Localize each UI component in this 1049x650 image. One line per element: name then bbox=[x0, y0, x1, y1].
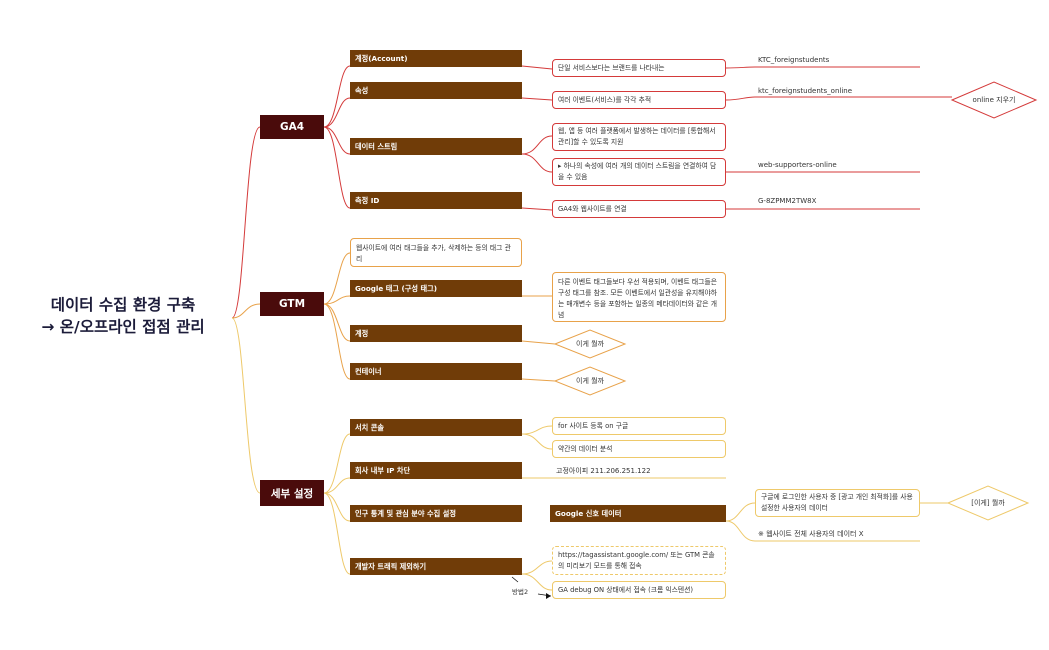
google-signals-value: ※ 웹사이트 전체 사용자의 데이터 X bbox=[758, 530, 864, 538]
node-gtm-google-tag[interactable]: Google 태그 (구성 태그) bbox=[350, 280, 522, 297]
node-search-console[interactable]: 서치 콘솔 bbox=[350, 419, 522, 436]
ga4-stream-desc1: 웹, 앱 등 여러 플랫폼에서 발생하는 데이터를 [통합해서 관리]할 수 있… bbox=[552, 123, 726, 151]
node-ga4-account[interactable]: 계정(Account) bbox=[350, 50, 522, 67]
node-ga4-stream[interactable]: 데이터 스트림 bbox=[350, 138, 522, 155]
dev-traffic-item1: https://tagassistant.google.com/ 또는 GTM … bbox=[552, 546, 726, 575]
ga4-stream-desc2: ▸ 하나의 속성에 여러 개의 데이터 스트림을 연결하여 담을 수 있음 bbox=[552, 158, 726, 186]
ga4-property-value: ktc_foreignstudents_online bbox=[758, 87, 853, 95]
branch-detail-settings[interactable]: 세부 설정 bbox=[260, 480, 324, 506]
branch-gtm[interactable]: GTM bbox=[260, 292, 324, 316]
ga4-measure-value: G-8ZPMM2TW8X bbox=[758, 197, 817, 205]
ga4-account-desc: 단일 서비스보다는 브랜드를 나타내는 bbox=[552, 59, 726, 77]
node-gtm-account[interactable]: 계정 bbox=[350, 325, 522, 342]
root-title-line2: → 온/오프라인 접점 관리 bbox=[41, 318, 205, 336]
ga4-property-note: online 지우기 bbox=[972, 96, 1016, 104]
ga4-measure-desc: GA4와 웹사이트를 연결 bbox=[552, 200, 726, 218]
ga4-stream-value: web-supporters-online bbox=[758, 161, 837, 169]
gtm-account-note: 이게 뭘까 bbox=[576, 340, 604, 348]
gtm-container-note: 이게 뭘까 bbox=[576, 377, 604, 385]
branch-ga4[interactable]: GA4 bbox=[260, 115, 324, 139]
search-console-item2: 약간의 데이터 분석 bbox=[552, 440, 726, 458]
gtm-tag-desc: 다른 이벤트 태그들보다 우선 적용되며, 이벤트 태그들은 구성 태그를 참조… bbox=[552, 272, 726, 322]
dev-traffic-item2: GA debug ON 상태에서 접속 (크롬 익스텐션) bbox=[552, 581, 726, 599]
ga4-property-desc: 여러 이벤트(서비스)를 각각 추적 bbox=[552, 91, 726, 109]
node-ga4-property[interactable]: 속성 bbox=[350, 82, 522, 99]
root-topic: 데이터 수집 환경 구축 → 온/오프라인 접점 관리 bbox=[14, 294, 232, 338]
dev-traffic-method-label: 방법2 bbox=[512, 588, 529, 596]
google-signals-note: [이게] 뭘까 bbox=[971, 499, 1005, 507]
root-title-line1: 데이터 수집 환경 구축 bbox=[50, 296, 196, 314]
node-dev-traffic[interactable]: 개발자 트래픽 제외하기 bbox=[350, 558, 522, 575]
node-google-signals[interactable]: Google 신호 데이터 bbox=[550, 505, 726, 522]
google-signals-desc: 구글에 로그인한 사용자 중 [광고 개인 최적화]를 사용 설정한 사용자의 … bbox=[755, 489, 920, 517]
node-ga4-measure-id[interactable]: 측정 ID bbox=[350, 192, 522, 209]
gtm-desc: 웹사이트에 여러 태그들을 추가, 삭제하는 등의 태그 관리 bbox=[350, 238, 522, 267]
ip-block-value: 고정아이피 211.206.251.122 bbox=[556, 467, 651, 475]
node-gtm-container[interactable]: 컨테이너 bbox=[350, 363, 522, 380]
ga4-account-value: KTC_foreignstudents bbox=[758, 56, 830, 64]
node-ip-block[interactable]: 회사 내부 IP 차단 bbox=[350, 462, 522, 479]
search-console-item1: for 사이트 등록 on 구글 bbox=[552, 417, 726, 435]
node-demographics[interactable]: 인구 통계 및 관심 분야 수집 설정 bbox=[350, 505, 522, 522]
